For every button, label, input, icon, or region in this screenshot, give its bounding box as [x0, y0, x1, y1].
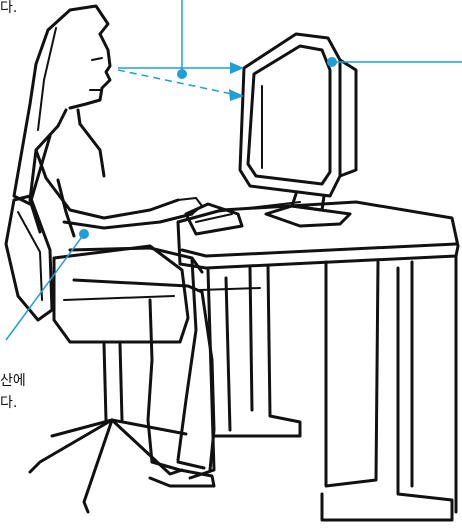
callout-text-left-line1: 산에 [0, 373, 26, 389]
callouts [5, 0, 462, 341]
callout-dot [177, 69, 187, 79]
monitor [238, 32, 358, 228]
callout-dot [79, 229, 89, 239]
callout-leader-lap [5, 233, 85, 341]
keyboard [184, 202, 244, 236]
callout-text-left-line2: 다. [0, 395, 18, 411]
desk [176, 200, 460, 522]
callout-dot [327, 57, 337, 67]
callout-eye-dashed-line [117, 69, 233, 95]
arrow-head-icon [229, 89, 244, 101]
person [12, 4, 216, 488]
arrow-head-icon [230, 62, 244, 74]
callout-text-top: 다. [0, 0, 18, 16]
